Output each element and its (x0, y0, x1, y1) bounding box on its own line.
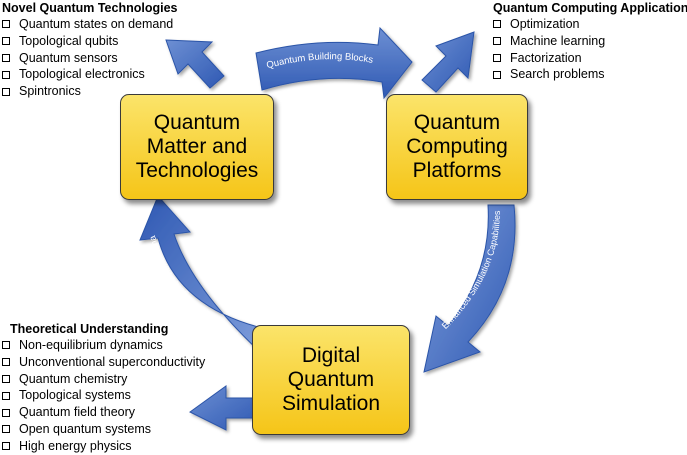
list-item-label: Topological systems (19, 388, 131, 403)
list-item: Quantum field theory (2, 404, 205, 421)
list-title: Theoretical Understanding (10, 322, 169, 336)
box-computing-platforms: Quantum Computing Platforms (386, 94, 528, 200)
box-digital-simulation: Digital Quantum Simulation (252, 325, 410, 435)
checkbox-icon (2, 20, 10, 29)
arrow-emergent-phenomena (139, 195, 263, 354)
box-label: Quantum Computing Platforms (406, 111, 508, 182)
list-item-label: Quantum field theory (19, 405, 136, 420)
list-item: Quantum states on demand (2, 16, 177, 33)
list-theoretical-understanding: Theoretical Understanding Non-equilibriu… (2, 322, 205, 455)
list-item: Machine learning (493, 33, 687, 50)
checkbox-icon (2, 425, 10, 434)
checkbox-icon (2, 442, 10, 451)
list-item: Non-equilibrium dynamics (2, 337, 205, 354)
list-item: Factorization (493, 50, 687, 67)
list-item: Quantum sensors (2, 50, 177, 67)
arrow-simulation-capabilities (423, 204, 516, 373)
list-item-label: Search problems (510, 67, 605, 82)
list-item: Search problems (493, 66, 687, 83)
checkbox-icon (493, 37, 501, 46)
list-item-label: Non-equilibrium dynamics (19, 338, 163, 352)
checkbox-icon (2, 87, 10, 96)
list-item-label: Spintronics (19, 84, 81, 99)
box-label: Digital Quantum Simulation (281, 344, 381, 415)
list-item: Topological electronics (2, 66, 177, 83)
checkbox-icon (2, 408, 10, 417)
list-item: Unconventional superconductivity (2, 354, 205, 371)
list-item: High energy physics (2, 438, 205, 455)
checkbox-icon (2, 358, 10, 367)
checkbox-icon (493, 20, 501, 29)
list-item: Open quantum systems (2, 421, 205, 438)
checkbox-icon (493, 70, 501, 79)
list-item-label: Machine learning (510, 33, 606, 48)
list-computing-applications: Quantum Computing Applications Optimizat… (493, 1, 687, 83)
list-item: Optimization (493, 16, 687, 33)
list-item-label: Topological qubits (19, 33, 119, 48)
checkbox-icon (2, 374, 10, 383)
list-title: Quantum Computing Applications (493, 1, 687, 15)
list-item-label: Unconventional superconductivity (19, 354, 206, 369)
list-item-label: Factorization (510, 50, 582, 65)
checkbox-icon (2, 53, 10, 62)
list-item: Spintronics (2, 83, 177, 100)
list-novel-technologies: Novel Quantum Technologies Quantum state… (2, 1, 177, 100)
list-item-label: Quantum sensors (19, 50, 118, 65)
list-item-label: Topological electronics (19, 67, 145, 82)
list-item: Topological qubits (2, 33, 177, 50)
checkbox-icon (2, 391, 10, 400)
arrow-to-computing-applications (421, 31, 475, 93)
checkbox-icon (2, 70, 10, 79)
checkbox-icon (2, 37, 10, 46)
list-item-label: Quantum states on demand (19, 17, 174, 31)
arrow-to-novel-technologies (165, 39, 225, 89)
list-item: Quantum chemistry (2, 371, 205, 388)
list-item-label: Quantum chemistry (19, 371, 128, 386)
list-title: Novel Quantum Technologies (2, 1, 178, 15)
box-quantum-matter: Quantum Matter and Technologies (120, 94, 274, 200)
list-item-label: Open quantum systems (19, 421, 152, 436)
list-item: Topological systems (2, 387, 205, 404)
checkbox-icon (2, 341, 10, 350)
list-item-label: High energy physics (19, 438, 132, 453)
arrow-building-blocks (255, 26, 413, 100)
box-label: Quantum Matter and Technologies (135, 111, 259, 182)
checkbox-icon (493, 53, 501, 62)
list-item-label: Optimization (510, 17, 580, 31)
